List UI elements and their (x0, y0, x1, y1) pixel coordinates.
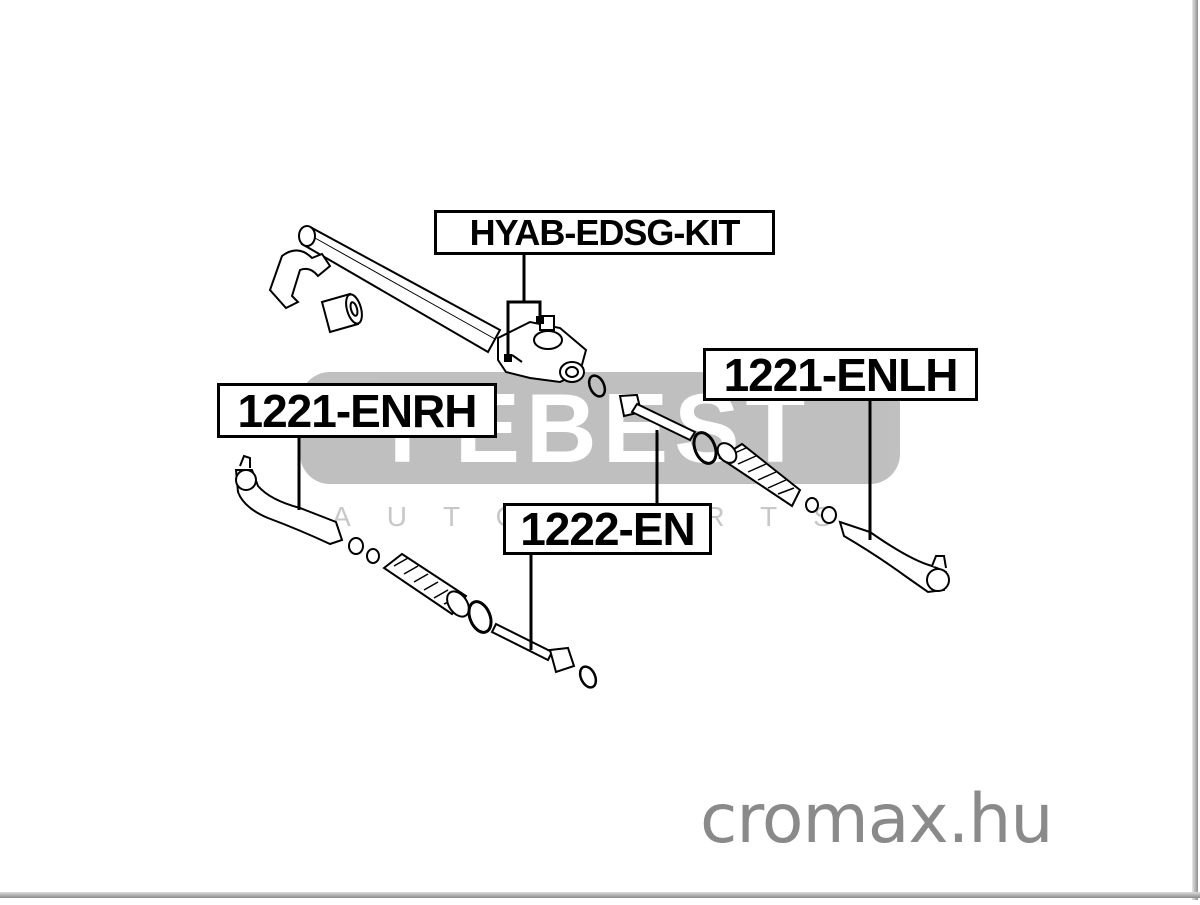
boot-ring-left (467, 600, 493, 634)
tie-rod-end-left (234, 454, 344, 546)
frame-shadow-right (1192, 0, 1198, 900)
inner-tie-rod-left-side (618, 393, 697, 442)
leader-kit (506, 255, 542, 358)
mounting-bracket (268, 249, 332, 310)
part-label-1221-enlh: 1221-ENLH (703, 348, 978, 401)
part-label-hyab-edsg-kit: HYAB-EDSG-KIT (434, 210, 775, 255)
gasket-lower (578, 665, 598, 689)
steering-rack-housing (298, 225, 502, 354)
frame-shadow-bottom (0, 892, 1200, 898)
nuts-right (805, 497, 837, 524)
boot-ring-right (692, 431, 718, 465)
nuts-left (348, 537, 380, 564)
tie-rod-end-right (838, 520, 950, 594)
part-label-1222-en: 1222-EN (503, 503, 712, 555)
pinion-housing (497, 315, 588, 384)
gasket-upper (587, 374, 607, 398)
inner-tie-rod-right-side (490, 622, 576, 674)
site-watermark: cromax.hu (700, 780, 1053, 859)
part-label-1221-enrh: 1221-ENRH (217, 383, 497, 438)
dust-boot-left (382, 552, 470, 618)
dust-boot-right (716, 442, 802, 508)
leader-lines (297, 255, 872, 650)
rack-bushing (320, 292, 363, 334)
